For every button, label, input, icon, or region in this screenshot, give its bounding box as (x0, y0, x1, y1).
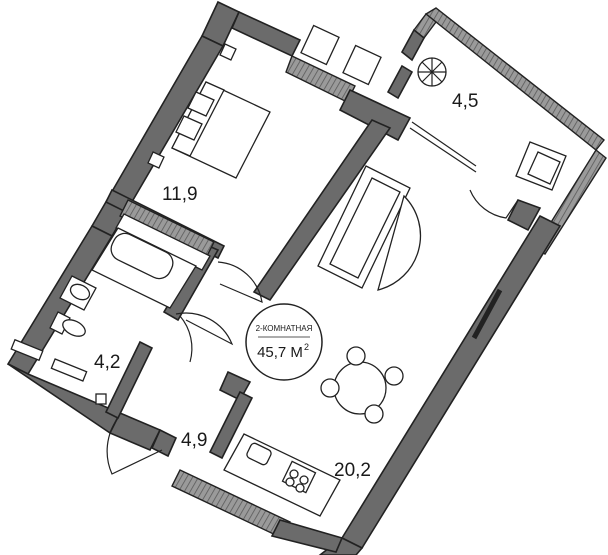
room-area-hallway: 4,9 (181, 430, 207, 451)
apartment-area: 45,7 М (257, 344, 303, 361)
tv (471, 288, 503, 340)
kitchen-counter (223, 433, 341, 517)
outside-chairs (300, 24, 382, 86)
left-windows (10, 338, 107, 405)
balcony-plant (417, 57, 447, 87)
doors (106, 121, 519, 475)
nightstand-bottom (147, 151, 165, 169)
sink (59, 275, 97, 311)
apartment-type: 2-КОМНАТНАЯ (256, 324, 313, 333)
nightstand-top (219, 43, 237, 61)
room-area-bathroom: 4,2 (94, 352, 120, 373)
toilet (49, 311, 86, 337)
sofa (317, 165, 422, 291)
exterior-walls (6, 0, 607, 555)
dining-table (320, 346, 404, 424)
apartment-area-unit-sup: 2 (304, 342, 309, 352)
room-area-bedroom: 11,9 (162, 184, 198, 205)
armchair (515, 141, 567, 191)
room-area-balcony: 4,5 (452, 91, 478, 112)
bed (171, 81, 271, 179)
room-area-living-kitchen: 20,2 (334, 460, 371, 481)
bathtub (91, 227, 197, 309)
apartment-badge: 2-КОМНАТНАЯ 45,7 М 2 (245, 303, 323, 381)
